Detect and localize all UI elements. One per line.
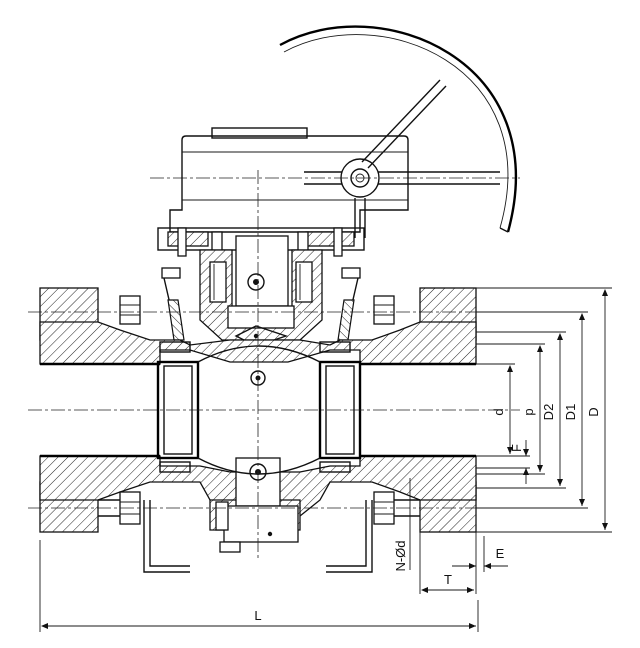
label-D2: D2 xyxy=(541,404,556,421)
label-T: T xyxy=(444,572,452,587)
gearbox xyxy=(157,127,409,257)
bonnet-stem xyxy=(161,235,361,347)
label-N-d: N-Ød xyxy=(393,540,408,571)
label-D1: D1 xyxy=(563,404,578,421)
label-p: p xyxy=(521,408,536,415)
label-D: D xyxy=(586,407,601,416)
handwheel xyxy=(150,25,520,238)
label-L: L xyxy=(254,608,261,623)
dimension-lines xyxy=(39,287,612,632)
label-d: d xyxy=(491,408,506,415)
label-E: E xyxy=(496,546,505,561)
center-lines xyxy=(28,170,520,560)
label-F: F xyxy=(509,444,524,452)
